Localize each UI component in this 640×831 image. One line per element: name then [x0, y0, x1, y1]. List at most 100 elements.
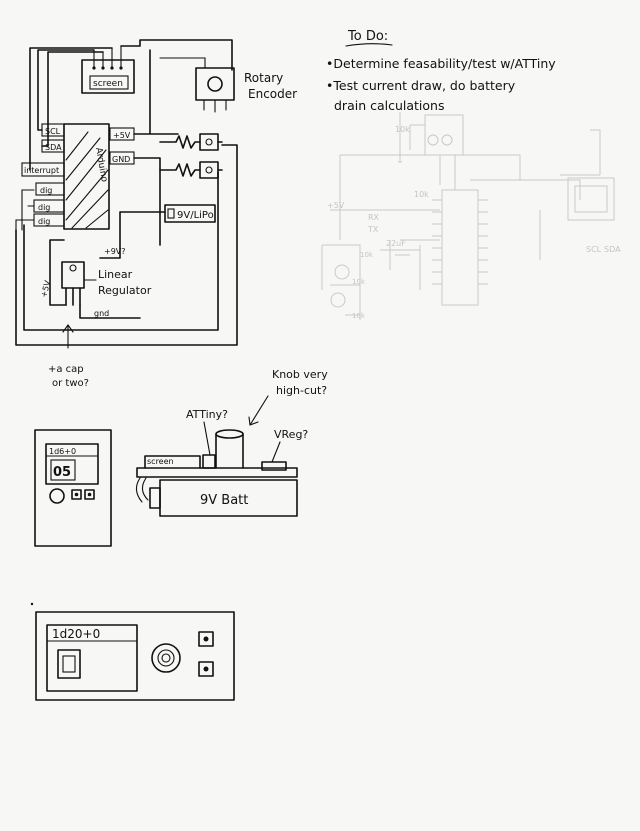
battery-terminal	[149, 487, 161, 509]
battery-wires	[135, 477, 149, 503]
wire-encoder-top	[120, 39, 233, 71]
encoder-pins	[159, 57, 227, 113]
ghost-encoder-pin	[427, 134, 439, 146]
regulator-label: Linear	[98, 268, 133, 281]
push-button	[199, 133, 219, 151]
pin-label: dig	[38, 217, 50, 226]
cap-note: +a cap	[48, 364, 84, 375]
attiny-chip	[202, 454, 216, 469]
pin-label: SCL	[45, 127, 61, 136]
todo-item: •Determine feasability/test w/ATTiny	[326, 56, 556, 71]
ghost-chip-pins	[432, 199, 488, 285]
pen-dot	[30, 602, 34, 606]
knob-top	[215, 429, 244, 439]
vreg-note: VReg?	[274, 428, 308, 441]
wire-9v	[99, 211, 166, 259]
encoder-label: Encoder	[248, 87, 297, 101]
large-button	[198, 631, 214, 647]
ghost-label: +5V	[327, 201, 345, 210]
regulator-legs	[65, 287, 81, 306]
power-wires	[133, 49, 179, 246]
knob-note: high-cut?	[276, 384, 327, 397]
gnd-label: gnd	[94, 309, 109, 318]
attiny-note: ATTiny?	[186, 408, 228, 421]
ghost-label: 10k	[360, 251, 374, 259]
ghost-label: 10k	[352, 278, 366, 286]
faint-schematic: 10k +5V RX TX 10k 22uF 10k 10k 10k SCL S…	[321, 112, 621, 320]
knob-cylinder	[215, 433, 244, 469]
large-knob-inner	[157, 649, 175, 667]
push-button	[199, 161, 219, 179]
vreg-arrow	[271, 441, 281, 463]
resistor	[159, 163, 201, 177]
side-screen	[144, 455, 201, 469]
pin-label: dig	[38, 203, 50, 212]
battery-label: 9V Batt	[200, 493, 248, 508]
small-button-dot	[87, 492, 92, 497]
ghost-label: 10k	[414, 190, 429, 199]
ghost-encoder-pin	[441, 134, 453, 146]
screen-label: screen	[93, 79, 123, 89]
ghost-encoder	[424, 114, 464, 156]
pin-label: interrupt	[24, 166, 59, 175]
pin-label: dig	[40, 186, 52, 195]
small-display-text: 1d6+0	[49, 447, 76, 456]
pin-label: GND	[112, 155, 130, 164]
side-view-sketch: Knob very high-cut? ATTiny? VReg? screen…	[135, 368, 328, 517]
wiring-diagram: screen Arduino SCL SDA interrupt dig dig…	[15, 39, 297, 389]
screen-pin-wires	[93, 45, 122, 69]
small-button-dot	[74, 492, 79, 497]
rotary-encoder	[195, 67, 235, 101]
wire-screen-vcc	[29, 47, 113, 171]
encoder-label: Rotary	[244, 71, 283, 85]
button-wires	[217, 141, 223, 171]
plus-9v-label: +9V?	[104, 247, 126, 256]
small-digit-box	[50, 459, 76, 481]
encoder-knob	[207, 76, 223, 92]
small-button	[71, 489, 82, 500]
ghost-screen	[567, 177, 615, 221]
ghost-wire	[398, 112, 402, 163]
wire-sda	[41, 51, 104, 147]
ghost-wire	[330, 129, 601, 260]
screen-display	[89, 75, 129, 90]
wire-inner-loop	[23, 171, 219, 331]
todo-item: drain calculations	[334, 98, 445, 113]
button-cap	[205, 166, 213, 174]
front-view-small: 1d6+0 05	[34, 429, 112, 547]
large-knob-center	[161, 653, 171, 663]
power-terminal	[167, 208, 175, 219]
front-view-large: 1d20+0	[35, 611, 235, 701]
ghost-label: SCL	[586, 245, 602, 254]
small-digit: 05	[53, 465, 71, 480]
linear-regulator	[61, 261, 85, 289]
todo-underline	[345, 43, 393, 47]
ghost-screen-inner	[574, 185, 608, 213]
ghost-label: SDA	[604, 245, 621, 254]
ghost-wire	[409, 124, 456, 190]
pin-box	[21, 162, 65, 177]
cap-note: or two?	[52, 378, 89, 389]
large-display	[46, 624, 138, 692]
todo-item: •Test current draw, do battery	[326, 78, 516, 93]
pin-label: +5V	[113, 131, 131, 140]
knob-note: Knob very	[272, 368, 328, 381]
todo-list: To Do: •Determine feasability/test w/ATT…	[326, 29, 556, 113]
arrow-up	[62, 324, 74, 349]
large-enclosure	[35, 611, 235, 701]
wire-scl	[37, 49, 95, 131]
large-knob	[151, 643, 181, 673]
ghost-label: RX	[368, 213, 380, 222]
large-button-dot	[203, 666, 209, 672]
regulator-wires	[49, 239, 141, 319]
power-source	[164, 204, 216, 223]
small-enclosure	[34, 429, 112, 547]
ghost-button	[334, 264, 350, 280]
board-label: Arduino	[93, 147, 109, 184]
large-display-text: 1d20+0	[52, 627, 100, 641]
small-knob	[49, 488, 65, 504]
vreg-part	[261, 461, 287, 471]
pin-label: SDA	[45, 143, 62, 152]
